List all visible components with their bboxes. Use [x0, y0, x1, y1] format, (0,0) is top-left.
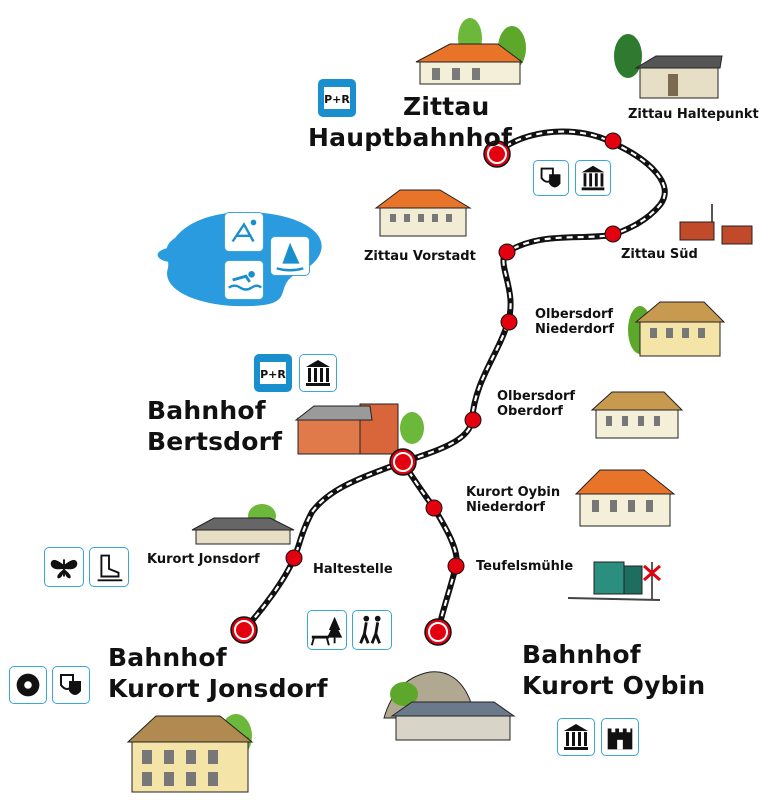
building-zittau-vorstadt [374, 189, 472, 237]
station-dot-haltestelle[interactable] [285, 549, 303, 567]
station-dot-zittau-sued[interactable] [604, 225, 622, 243]
museum-icon [575, 160, 611, 196]
label-oybin-bhf: Bahnhof Kurort Oybin [522, 640, 705, 701]
park-and-ride-icon: P+R [318, 79, 356, 117]
label-kurort-oybin-niederdorf: Kurort Oybin Niederdorf [466, 485, 561, 516]
theater-masks-icon [533, 160, 569, 196]
building-zittau-haltepunkt [614, 34, 723, 99]
label-olbersdorf-oberdorf: Olbersdorf Oberdorf [497, 389, 576, 420]
ice-skate-icon [89, 547, 129, 587]
station-dot-jonsdorf-bhf[interactable] [230, 616, 258, 644]
station-dot-bertsdorf[interactable] [389, 448, 417, 476]
label-zittau-hbf-line1: Zittau [403, 92, 490, 121]
label-bertsdorf-line2: Bertsdorf [147, 426, 283, 456]
label-teufelsmuehle: Teufelsmühle [476, 559, 574, 574]
building-teufelsmuehle [567, 561, 661, 601]
label-jonsdorf-bhf-line2: Kurort Jonsdorf [108, 673, 328, 703]
label-zittau-vorstadt: Zittau Vorstadt [364, 249, 476, 264]
station-dots [230, 132, 622, 646]
park-and-ride-label: P+R [260, 368, 286, 381]
windsurf-icon [270, 236, 310, 276]
building-olbersdorf-niederdorf [628, 301, 726, 357]
station-dot-oybin-bhf[interactable] [424, 618, 452, 646]
building-kurort-oybin-niederdorf [574, 469, 676, 527]
label-olbersdorf-niederdorf-line2: Niederdorf [535, 321, 614, 337]
label-jonsdorf-bhf: Bahnhof Kurort Jonsdorf [108, 643, 328, 704]
museum-icon [557, 718, 595, 756]
building-jonsdorf-bhf [126, 714, 254, 793]
label-oybin-bhf-line1: Bahnhof [522, 640, 641, 669]
station-dot-zittau-haltepunkt[interactable] [604, 132, 622, 150]
building-zittau-hbf [415, 18, 526, 85]
label-kurort-oybin-niederdorf-line2: Niederdorf [466, 499, 545, 515]
label-bertsdorf: Bahnhof Bertsdorf [147, 396, 282, 457]
butterfly-icon [44, 547, 84, 587]
castle-icon [601, 718, 639, 756]
label-kurort-jonsdorf-halt: Kurort Jonsdorf [147, 552, 260, 567]
building-bertsdorf [294, 403, 424, 455]
label-zittau-hbf-line2: Hauptbahnhof [308, 122, 513, 152]
label-haltestelle: Haltestelle [313, 562, 393, 577]
label-zittau-hbf: Zittau Hauptbahnhof [308, 92, 512, 153]
building-zittau-sued [679, 204, 753, 245]
label-olbersdorf-oberdorf-line2: Oberdorf [497, 403, 563, 419]
building-olbersdorf-oberdorf [590, 391, 684, 439]
label-olbersdorf-niederdorf-line1: Olbersdorf [535, 307, 614, 322]
theater-masks-icon [52, 666, 90, 704]
lake [157, 212, 322, 307]
building-oybin-bhf [383, 671, 516, 741]
station-dot-olbersdorf-oberdorf[interactable] [464, 411, 482, 429]
station-dot-zittau-vorstadt[interactable] [498, 243, 516, 261]
station-dot-zittau-hbf[interactable] [483, 140, 511, 168]
label-bertsdorf-line1: Bahnhof [147, 396, 266, 425]
disc-icon [9, 666, 47, 704]
station-dot-teufelsmuehle[interactable] [447, 557, 465, 575]
picnic-forest-icon [307, 610, 347, 650]
station-dot-kurort-oybin-niederdorf[interactable] [425, 499, 443, 517]
building-kurort-jonsdorf-halt [191, 504, 295, 545]
museum-icon [299, 354, 337, 392]
label-olbersdorf-niederdorf: Olbersdorf Niederdorf [535, 307, 614, 338]
beach-chair-icon [224, 212, 264, 252]
hiking-icon [352, 610, 392, 650]
label-zittau-haltepunkt: Zittau Haltepunkt [628, 107, 759, 122]
label-jonsdorf-bhf-line1: Bahnhof [108, 643, 227, 672]
label-kurort-oybin-niederdorf-line1: Kurort Oybin [466, 485, 561, 500]
label-oybin-bhf-line2: Kurort Oybin [522, 670, 706, 700]
station-dot-olbersdorf-niederdorf[interactable] [500, 313, 518, 331]
park-and-ride-label: P+R [324, 93, 350, 106]
label-zittau-sued: Zittau Süd [621, 247, 698, 262]
label-olbersdorf-oberdorf-line1: Olbersdorf [497, 389, 576, 404]
swimming-icon [224, 260, 264, 300]
park-and-ride-icon: P+R [254, 354, 292, 392]
